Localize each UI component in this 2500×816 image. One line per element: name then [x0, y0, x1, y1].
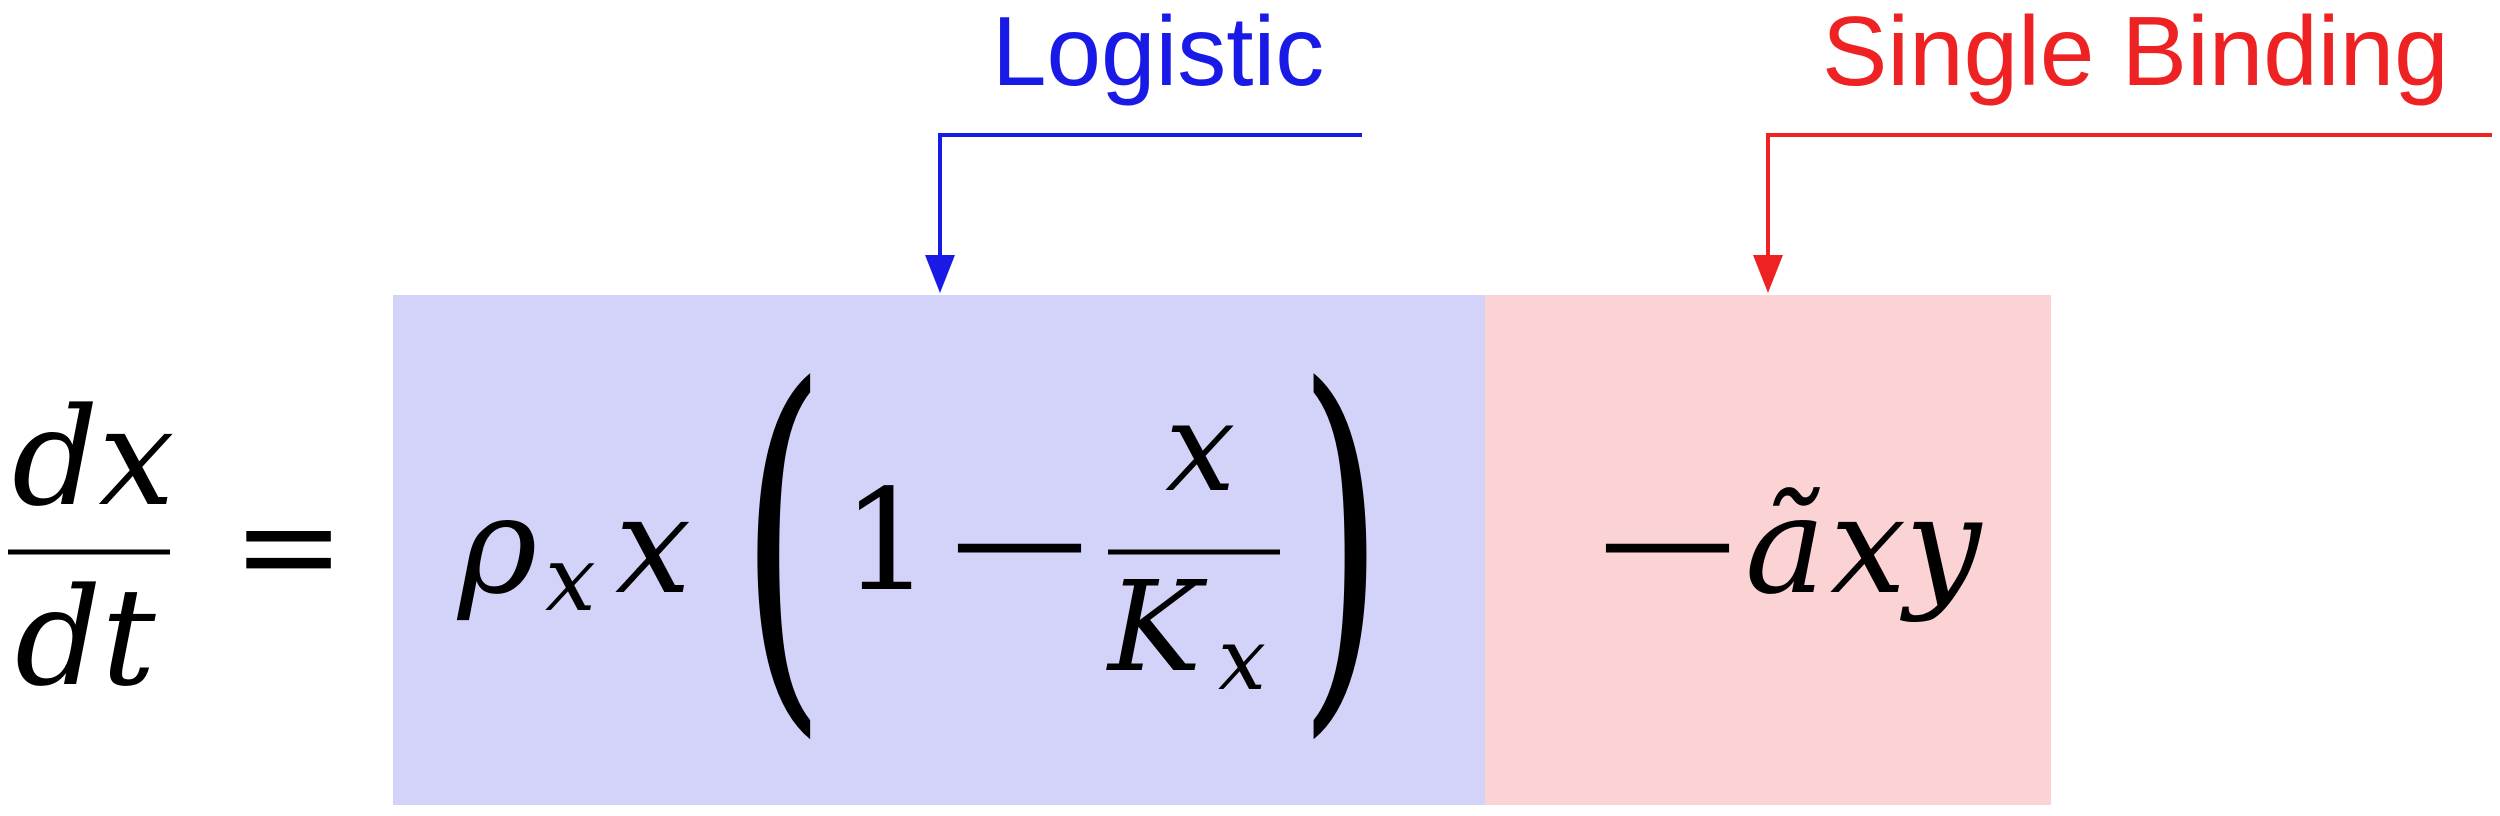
y-term: y: [1905, 467, 1982, 624]
x-factor: x: [615, 467, 692, 624]
logistic-arrow: [925, 133, 1362, 293]
x-term: x: [1830, 467, 1907, 624]
one: 1: [842, 460, 932, 623]
close-parenthesis: ): [1298, 307, 1384, 772]
outer-minus-sign: —: [1600, 459, 1735, 616]
single-binding-arrow: [1753, 133, 2492, 293]
inner-denominator-k: K: [1108, 555, 1202, 700]
equals-sign: =: [232, 467, 346, 624]
logistic-term-region: [393, 295, 1485, 805]
logistic-label: Logistic: [992, 0, 1325, 106]
rho-subscript: x: [545, 527, 596, 632]
inner-denominator-subscript: x: [1218, 611, 1266, 710]
inner-minus-sign: —: [952, 459, 1087, 616]
a-tilde: ã: [1745, 467, 1826, 624]
single-binding-label: Single Binding: [1822, 0, 2449, 106]
lhs-denominator: dt: [15, 559, 156, 716]
lhs-numerator: dx: [12, 379, 175, 536]
inner-numerator-x: x: [1165, 375, 1236, 520]
open-parenthesis: (: [740, 307, 826, 772]
rho-symbol: ρ: [458, 467, 538, 624]
single-binding-term-region: [1485, 295, 2051, 805]
